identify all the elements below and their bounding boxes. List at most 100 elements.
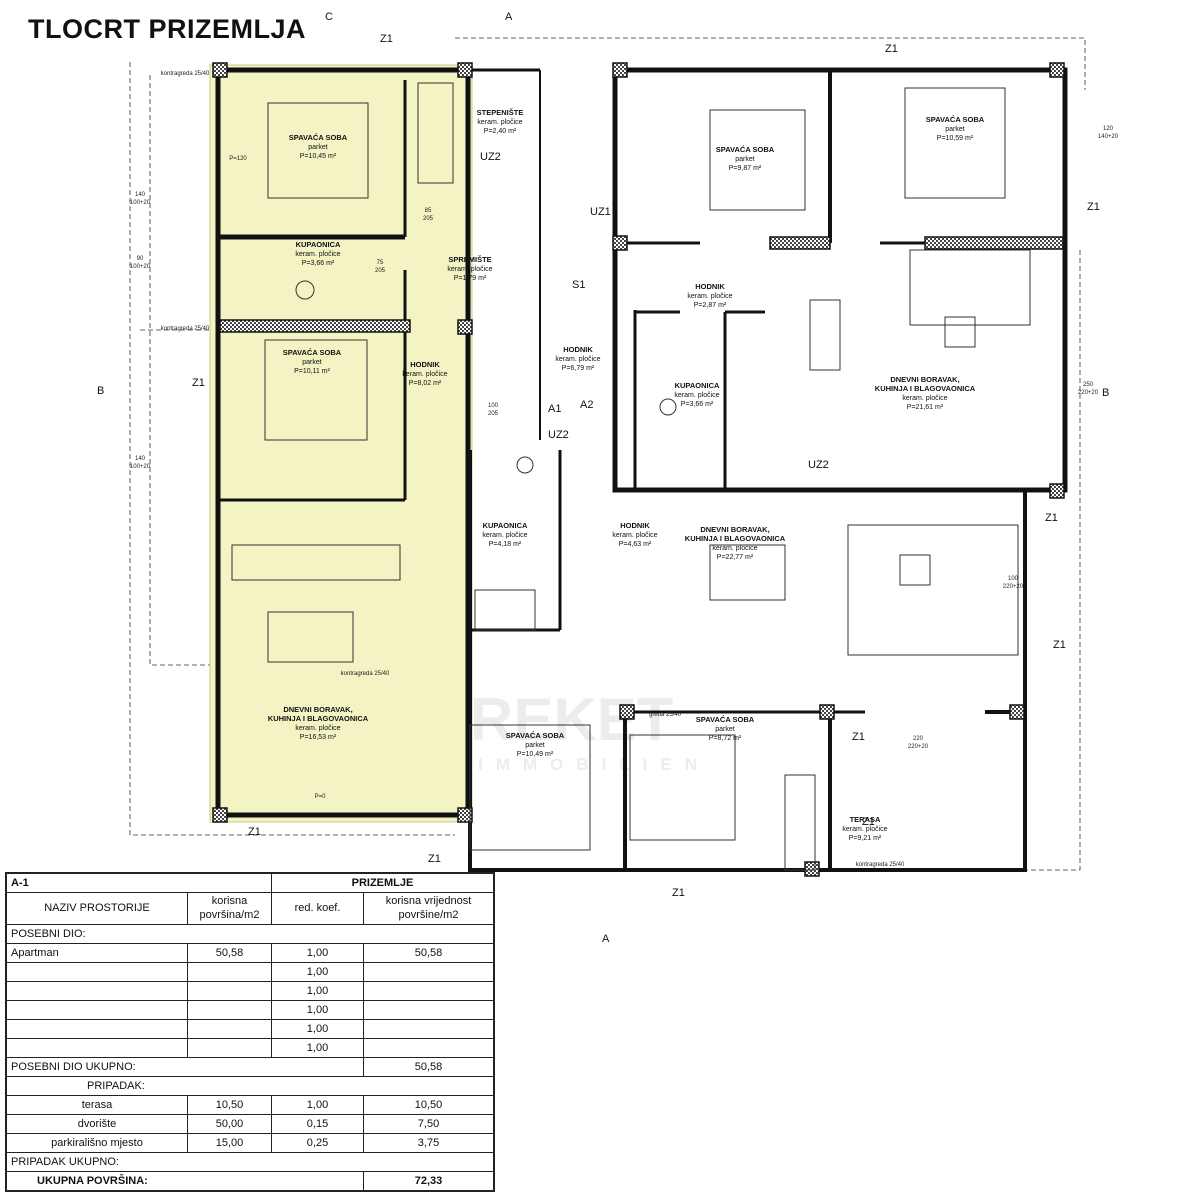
value-cell: 50,58 — [363, 943, 495, 963]
room-floor: parket — [715, 726, 735, 733]
area-cell: 15,00 — [187, 1133, 272, 1153]
dimension-label: 205 — [488, 411, 499, 417]
total-label: UKUPNA POVRŠINA: — [5, 1171, 364, 1192]
page-title: TLOCRT PRIZEMLJA — [28, 14, 306, 44]
room-area: P=16,53 m² — [300, 734, 337, 741]
value-cell: 10,50 — [363, 1095, 495, 1115]
room-name-cell: Apartman — [5, 943, 188, 963]
hatched-beams — [212, 62, 1065, 877]
dimension-label: 140+20 — [1098, 134, 1119, 140]
room-name: DNEVNI BORAVAK, — [700, 525, 769, 534]
value-cell — [363, 1019, 495, 1039]
marker-z1: Z1 — [380, 33, 393, 45]
total-value: 72,33 — [363, 1171, 495, 1192]
value-cell — [363, 981, 495, 1001]
col-header: korisna vrijednost površine/m2 — [363, 892, 495, 925]
table-row: 1,00 — [5, 1019, 495, 1039]
room-area: P=10,49 m² — [517, 751, 554, 758]
room-name-line2: KUHINJA I BLAGOVAONICA — [268, 714, 369, 723]
room-label: DNEVNI BORAVAK,KUHINJA I BLAGOVAONICA ker… — [875, 375, 976, 411]
note-kontragreda: kontragreda 25/40 — [341, 671, 390, 677]
coef-cell: 1,00 — [271, 981, 364, 1001]
room-area: P=3,66 m² — [681, 401, 714, 408]
room-floor: parket — [308, 144, 328, 151]
room-floor: keram. pločice — [902, 395, 947, 402]
room-area: P=10,59 m² — [937, 135, 974, 142]
value-cell — [363, 1038, 495, 1058]
marker-z1: Z1 — [885, 43, 898, 55]
col-header: NAZIV PROSTORIJE — [5, 892, 188, 925]
note-kontragreda: kontragreda 25/40 — [856, 862, 905, 868]
coef-cell: 1,00 — [271, 1095, 364, 1115]
coef-cell: 1,00 — [271, 1019, 364, 1039]
room-name-line2: KUHINJA I BLAGOVAONICA — [685, 534, 786, 543]
room-name: HODNIK — [620, 521, 650, 530]
walls — [215, 67, 1068, 872]
marker-z1: Z1 — [1087, 201, 1100, 213]
room-area: P=3,66 m² — [302, 260, 335, 267]
dimension-label: 220+20 — [1003, 584, 1024, 590]
marker-uz2: UZ2 — [808, 459, 829, 471]
marker-z1: Z1 — [672, 887, 685, 899]
dimension-label: 100+20 — [130, 464, 151, 470]
area-cell — [187, 1019, 272, 1039]
area-cell — [187, 1038, 272, 1058]
room-name: KUPAONICA — [296, 240, 341, 249]
room-area: P=8,02 m² — [409, 380, 442, 387]
room-area: P=4,18 m² — [489, 541, 522, 548]
room-name-cell — [5, 981, 188, 1001]
dimension-label: 220 — [913, 736, 924, 742]
room-name: DNEVNI BORAVAK, — [890, 375, 959, 384]
room-name: HODNIK — [563, 345, 593, 354]
marker-a2: A2 — [580, 399, 593, 411]
watermark-subtitle: IMMOBILIEN — [478, 755, 710, 774]
marker-z1: Z1 — [248, 826, 261, 838]
section-label: PRIPADAK: — [5, 1076, 495, 1096]
dimension-label: 140 — [135, 192, 146, 198]
room-area: P=1,79 m² — [454, 275, 487, 282]
area-cell — [187, 981, 272, 1001]
room-area: P=2,40 m² — [484, 128, 517, 135]
area-cell: 10,50 — [187, 1095, 272, 1115]
room-floor: keram. pločice — [295, 251, 340, 258]
dimension-label: 220+20 — [1078, 390, 1099, 396]
room-area: P=4,63 m² — [619, 541, 652, 548]
dimension-label: 100 — [1008, 576, 1019, 582]
room-floor: keram. pločice — [477, 119, 522, 126]
area-cell — [187, 962, 272, 982]
value-cell — [363, 1000, 495, 1020]
room-name: SPAVAĆA SOBA — [289, 133, 348, 142]
room-name-cell — [5, 962, 188, 982]
room-name: SPREMIŠTE — [448, 255, 491, 264]
room-name: SPAVAĆA SOBA — [716, 145, 775, 154]
table-row: 1,00 — [5, 1038, 495, 1058]
section-markers: Z1 Z1 Z1 Z1 Z1 Z1 Z1 Z1 Z1 Z1 Z1 UZ2 UZ2… — [97, 11, 1109, 945]
area-cell: 50,58 — [187, 943, 272, 963]
room-name: TERASA — [850, 815, 881, 824]
room-area: P=9,21 m² — [849, 835, 882, 842]
coef-cell: 1,00 — [271, 962, 364, 982]
marker-z1: Z1 — [852, 731, 865, 743]
dimension-label: 205 — [375, 268, 386, 274]
room-name-line2: KUHINJA I BLAGOVAONICA — [875, 384, 976, 393]
dimension-label: 220+20 — [908, 744, 929, 750]
dimension-label: 100 — [488, 403, 499, 409]
room-area: P=22,77 m² — [717, 554, 754, 561]
room-name: SPAVAĆA SOBA — [283, 348, 342, 357]
area-cell — [187, 1000, 272, 1020]
room-floor: keram. pločice — [712, 545, 757, 552]
area-table: A-1 PRIZEMLJE NAZIV PROSTORIJE korisna p… — [5, 872, 495, 1192]
dimension-label: 85 — [425, 208, 432, 214]
room-area: P=6,79 m² — [562, 365, 595, 372]
posebni-total-value: 50,58 — [363, 1057, 495, 1077]
